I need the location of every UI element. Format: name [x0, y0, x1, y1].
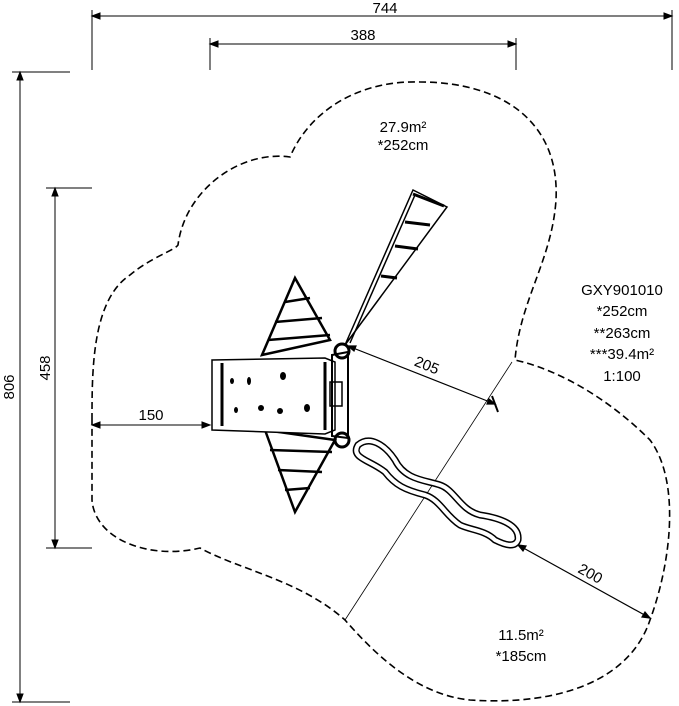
- product-code: GXY901010: [581, 282, 663, 299]
- info-total-area: ***39.4m²: [590, 346, 654, 363]
- dimension-total-width: [90, 10, 674, 70]
- dimension-slide-clearance: [346, 345, 499, 413]
- info-free-height: **263cm: [594, 325, 651, 342]
- safety-zone-outline: [91, 81, 671, 702]
- dimension-inner-width: [208, 38, 518, 70]
- main-area-label: 27.9m²: [380, 119, 427, 136]
- slide-exit-label: 200: [575, 561, 605, 588]
- total-height-label: 806: [1, 374, 18, 399]
- info-scale: 1:100: [603, 368, 641, 385]
- slide-area-label: 11.5m²: [498, 627, 544, 644]
- dimension-total-height: [12, 70, 70, 704]
- inner-height-label: 458: [37, 355, 54, 380]
- slide-clearance-label: 205: [412, 353, 442, 378]
- zone-divider: [344, 361, 513, 621]
- slide-fall-height-label: *185cm: [496, 648, 547, 665]
- dimension-slide-exit: [516, 544, 652, 619]
- post-bottom: [333, 431, 351, 449]
- ladder: [344, 188, 449, 346]
- post-top: [333, 342, 351, 360]
- climbing-net-top: [259, 275, 332, 357]
- left-offset-label: 150: [138, 407, 163, 424]
- dimension-left-offset: [90, 421, 212, 429]
- platform: [211, 350, 349, 440]
- info-fall-height: *252cm: [597, 303, 648, 320]
- total-width-label: 744: [372, 0, 397, 17]
- main-fall-height-label: *252cm: [378, 137, 429, 154]
- dimension-inner-height: [46, 186, 92, 550]
- slide: [352, 437, 522, 549]
- climbing-net-bottom: [263, 428, 337, 515]
- inner-width-label: 388: [350, 27, 375, 44]
